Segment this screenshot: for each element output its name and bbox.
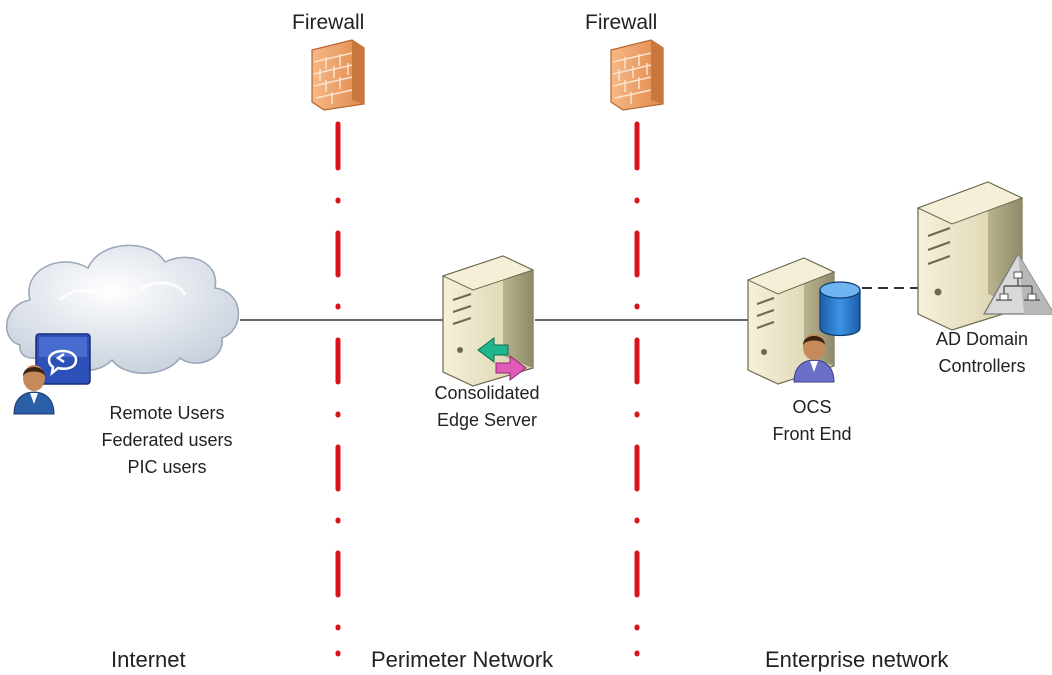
users-label-line: Remote Users <box>109 403 225 423</box>
zone-perimeter-label: Perimeter Network <box>371 647 554 672</box>
edge-server-label: Consolidated Edge Server <box>402 380 572 434</box>
two-way-arrows-icon <box>477 337 527 381</box>
database-icon <box>819 281 861 337</box>
ad-controllers-label-line: Controllers <box>938 356 1026 376</box>
edge-server-label-line: Edge Server <box>436 410 538 430</box>
communicator-icon <box>35 333 91 385</box>
user-icon <box>13 365 55 415</box>
users-label: Remote Users Federated users PIC users <box>62 400 272 481</box>
front-end-label: OCS Front End <box>742 394 882 448</box>
admin-user-icon <box>793 334 835 383</box>
front-end-label-line: Front End <box>772 424 852 444</box>
zone-internet-label: Internet <box>111 647 186 672</box>
ad-controllers-label: AD Domain Controllers <box>912 326 1052 380</box>
front-end-label-line: OCS <box>792 397 832 417</box>
firewall-label: Firewall <box>292 11 365 34</box>
edge-server-icon <box>441 255 535 387</box>
zone-enterprise-label: Enterprise network <box>765 647 949 672</box>
users-label-line: PIC users <box>127 457 207 477</box>
edge-server-label-line: Consolidated <box>434 383 540 403</box>
directory-pyramid-icon <box>982 252 1052 315</box>
firewall-icon <box>610 39 664 111</box>
firewall-icon <box>311 39 365 111</box>
firewall-label: Firewall <box>585 11 658 34</box>
ad-controllers-label-line: AD Domain <box>935 329 1029 349</box>
users-label-line: Federated users <box>101 430 233 450</box>
